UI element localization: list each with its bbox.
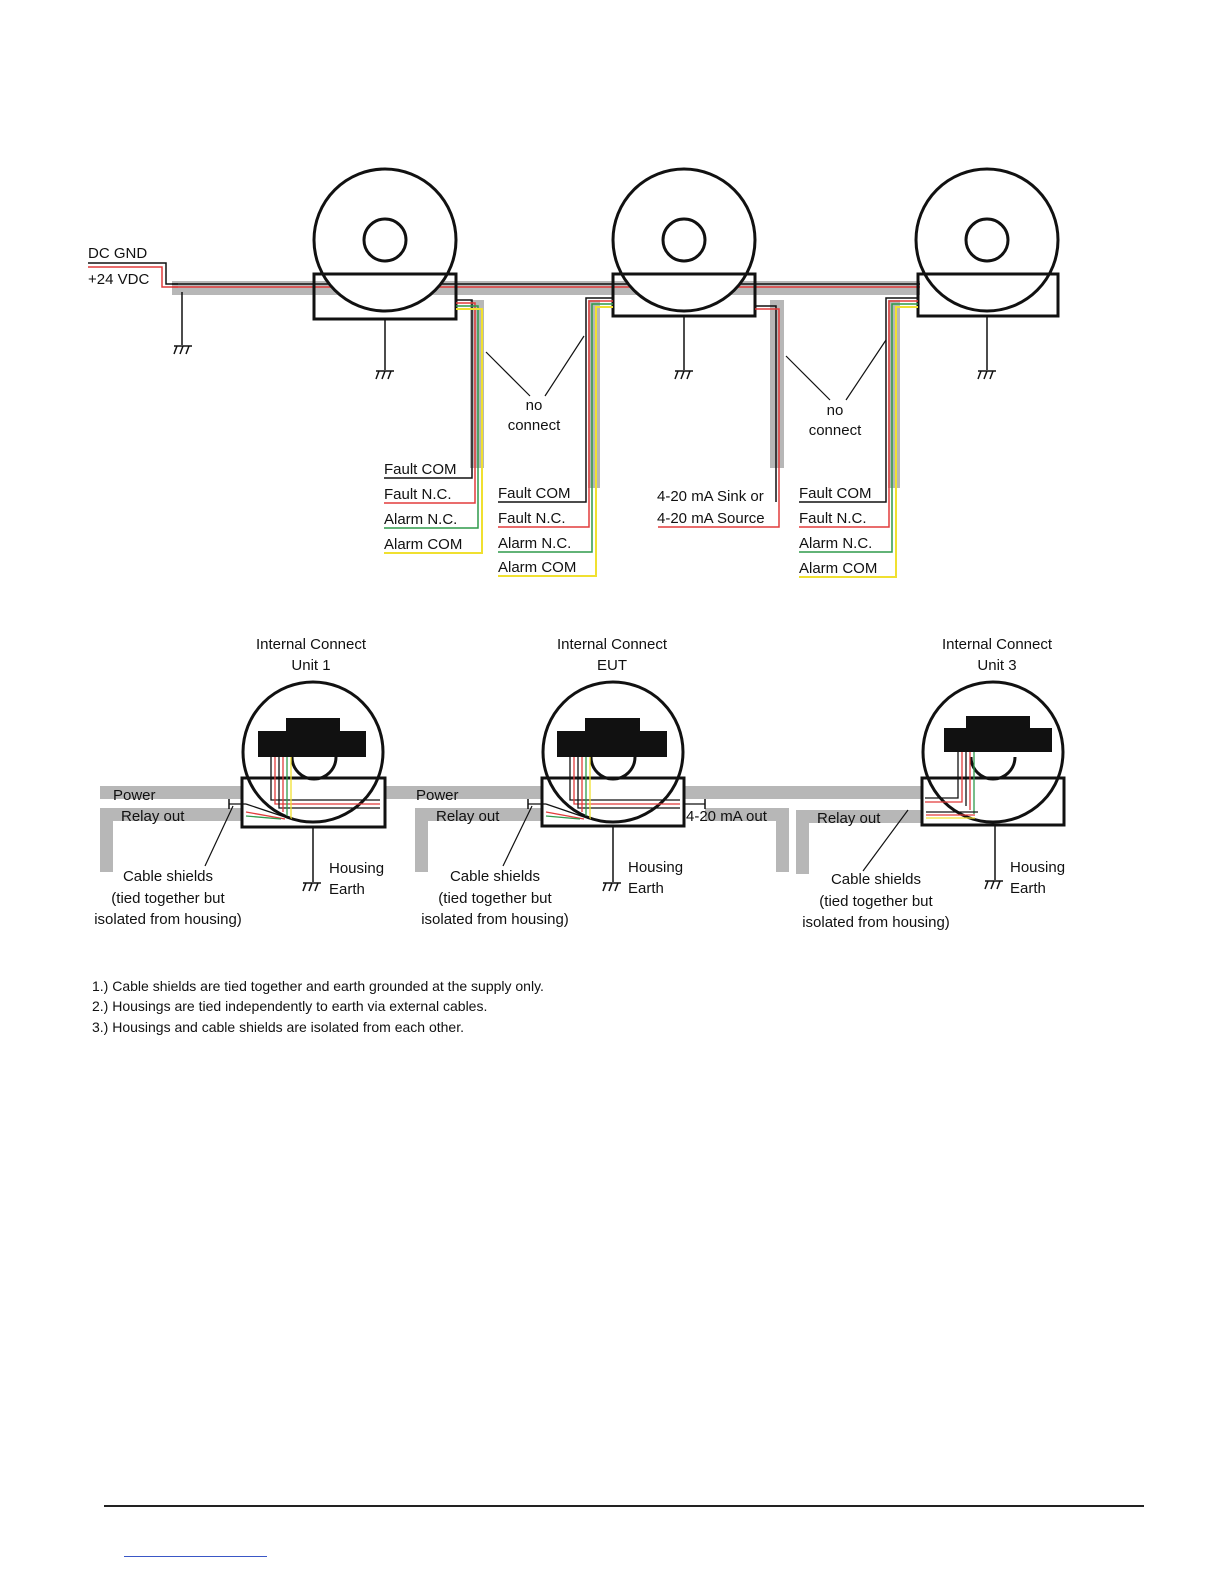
b-unit3-housing-1: Housing xyxy=(1010,859,1065,876)
footer-rule xyxy=(104,1505,1144,1507)
b-unit1-housing-2: Earth xyxy=(329,881,365,898)
b-unit1-housing-1: Housing xyxy=(329,860,384,877)
b-unit2-housing-2: Earth xyxy=(628,880,664,897)
u2-wire-alarm-com: Alarm COM xyxy=(498,559,576,576)
b-unit2-analog-out: 4-20 mA out xyxy=(686,808,768,825)
no-connect-1-line2: connect xyxy=(508,417,561,434)
u3-wire-alarm-nc: Alarm N.C. xyxy=(799,535,872,552)
u1-wire-fault-com: Fault COM xyxy=(384,461,457,478)
b-unit3-ground-icon xyxy=(984,880,1003,890)
b-unit3-shields-3: isolated from housing) xyxy=(802,914,950,931)
no-connect-2-line2: connect xyxy=(809,422,862,439)
b-unit2-relay: Relay out xyxy=(436,808,500,825)
b-unit1-power: Power xyxy=(113,787,156,804)
top-unit-1: Fault COM Fault N.C. Alarm N.C. Alarm CO… xyxy=(312,167,484,554)
main-trunk-cable xyxy=(172,281,920,295)
b-unit3-shields-1: Cable shields xyxy=(831,871,921,888)
u1-wire-alarm-nc: Alarm N.C. xyxy=(384,511,457,528)
b-unit2-power: Power xyxy=(416,787,459,804)
b-unit3-housing-2: Earth xyxy=(1010,880,1046,897)
note-2: 2.) Housings are tied independently to e… xyxy=(92,998,487,1014)
bottom-unit-2: Internal Connect EUT Power Relay out 4-2… xyxy=(416,636,768,928)
b-unit2-shields-3: isolated from housing) xyxy=(421,911,569,928)
b-unit2-housing-1: Housing xyxy=(628,859,683,876)
u2-wire-fault-nc: Fault N.C. xyxy=(498,510,566,527)
no-connect-callout-2: no connect xyxy=(785,339,887,439)
bottom-unit-1: Internal Connect Unit 1 Power Relay out … xyxy=(94,636,387,928)
unit2-ground-icon xyxy=(674,370,693,380)
unit1-ground-icon xyxy=(375,370,394,380)
b-unit1-title2: Unit 1 xyxy=(291,657,330,674)
b-unit1-shields-2: (tied together but xyxy=(111,890,225,907)
b-unit2-title1: Internal Connect xyxy=(557,636,668,653)
unit3-ground-icon xyxy=(977,370,996,380)
b-unit2-ground-icon xyxy=(602,882,621,892)
b-unit2-shields-1: Cable shields xyxy=(450,868,540,885)
top-unit-3: Fault COM Fault N.C. Alarm N.C. Alarm CO… xyxy=(799,167,1060,578)
footer-link-underline[interactable] xyxy=(124,1556,267,1557)
b-unit1-shields-1: Cable shields xyxy=(123,868,213,885)
b-unit3-relay: Relay out xyxy=(817,810,881,827)
note-3: 3.) Housings and cable shields are isola… xyxy=(92,1019,464,1035)
b-unit1-shields-3: isolated from housing) xyxy=(94,911,242,928)
note-1: 1.) Cable shields are tied together and … xyxy=(92,978,544,994)
supply-ground-icon xyxy=(173,345,192,355)
dc-gnd-label: DC GND xyxy=(88,245,147,262)
u2-wire-fault-com: Fault COM xyxy=(498,485,571,502)
u1-wire-fault-nc: Fault N.C. xyxy=(384,486,452,503)
u2-analog-sink: 4-20 mA Sink or xyxy=(657,488,764,505)
u3-wire-fault-nc: Fault N.C. xyxy=(799,510,867,527)
u3-wire-fault-com: Fault COM xyxy=(799,485,872,502)
no-connect-2-line1: no xyxy=(827,402,844,419)
b-unit2-shields-2: (tied together but xyxy=(438,890,552,907)
notes: 1.) Cable shields are tied together and … xyxy=(92,978,544,1035)
b-unit2-title2: EUT xyxy=(597,657,627,674)
plus24-label: +24 VDC xyxy=(88,271,149,288)
supply-wires: DC GND +24 VDC xyxy=(88,245,192,355)
b-unit1-title1: Internal Connect xyxy=(256,636,367,653)
b-unit3-shields-2: (tied together but xyxy=(819,893,933,910)
bottom-cable-bars xyxy=(100,786,922,874)
bottom-unit-3: Internal Connect Unit 3 Relay out Cable … xyxy=(802,636,1066,931)
top-unit-2: Fault COM Fault N.C. Alarm N.C. Alarm CO… xyxy=(498,167,784,577)
u3-wire-alarm-com: Alarm COM xyxy=(799,560,877,577)
b-unit1-relay: Relay out xyxy=(121,808,185,825)
top-diagram: DC GND +24 VDC Fault COM Fault N.C. Alar xyxy=(88,167,1060,578)
no-connect-1-line1: no xyxy=(526,397,543,414)
u2-analog-source: 4-20 mA Source xyxy=(657,510,765,527)
no-connect-callout-1: no connect xyxy=(485,335,585,434)
u2-wire-alarm-nc: Alarm N.C. xyxy=(498,535,571,552)
b-unit1-ground-icon xyxy=(302,882,321,892)
b-unit3-title1: Internal Connect xyxy=(942,636,1053,653)
bottom-diagram: Internal Connect Unit 1 Power Relay out … xyxy=(94,636,1066,931)
u1-wire-alarm-com: Alarm COM xyxy=(384,536,462,553)
b-unit3-title2: Unit 3 xyxy=(977,657,1016,674)
